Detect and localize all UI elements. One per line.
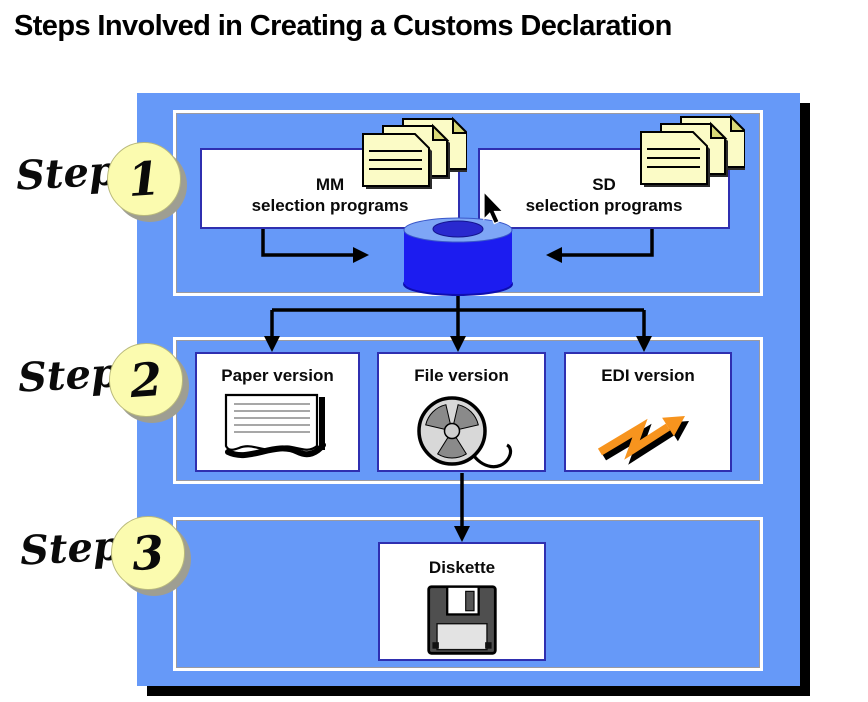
step2-label: Step xyxy=(16,349,120,402)
step3-number-badge: 3 xyxy=(111,516,185,590)
step1-label: Step xyxy=(14,147,118,200)
mm-box-line1: MM xyxy=(315,174,345,194)
sd-selection-programs-box: SD selection programs xyxy=(478,148,730,229)
step3-section-frame xyxy=(173,517,763,671)
tape-reel-icon xyxy=(404,391,519,476)
step2-number: 2 xyxy=(128,351,164,409)
sd-box-line1: SD xyxy=(592,174,616,194)
step3-label: Step xyxy=(18,522,122,575)
document-stack-icon xyxy=(362,116,470,190)
paper-document-icon xyxy=(220,391,335,468)
diskette-label: Diskette xyxy=(428,558,496,577)
diskette-box: Diskette xyxy=(378,542,546,661)
document-stack-icon xyxy=(640,114,748,188)
file-version-box: File version xyxy=(377,352,546,472)
edi-version-box: EDI version xyxy=(564,352,732,472)
paper-version-box: Paper version xyxy=(195,352,360,472)
page-title: Steps Involved in Creating a Customs Dec… xyxy=(14,10,672,42)
edi-version-label: EDI version xyxy=(601,366,695,385)
sd-box-line2: selection programs xyxy=(525,195,683,215)
file-version-label: File version xyxy=(414,366,509,385)
step2-section-frame xyxy=(173,337,763,484)
step1-number: 1 xyxy=(126,150,162,208)
step1-number-badge: 1 xyxy=(107,142,181,216)
edi-lightning-icon xyxy=(596,404,701,471)
mm-box-line2: selection programs xyxy=(251,195,409,215)
step3-number: 3 xyxy=(130,524,166,582)
step2-number-badge: 2 xyxy=(109,343,183,417)
diskette-icon xyxy=(425,583,499,662)
paper-version-label: Paper version xyxy=(221,366,334,385)
